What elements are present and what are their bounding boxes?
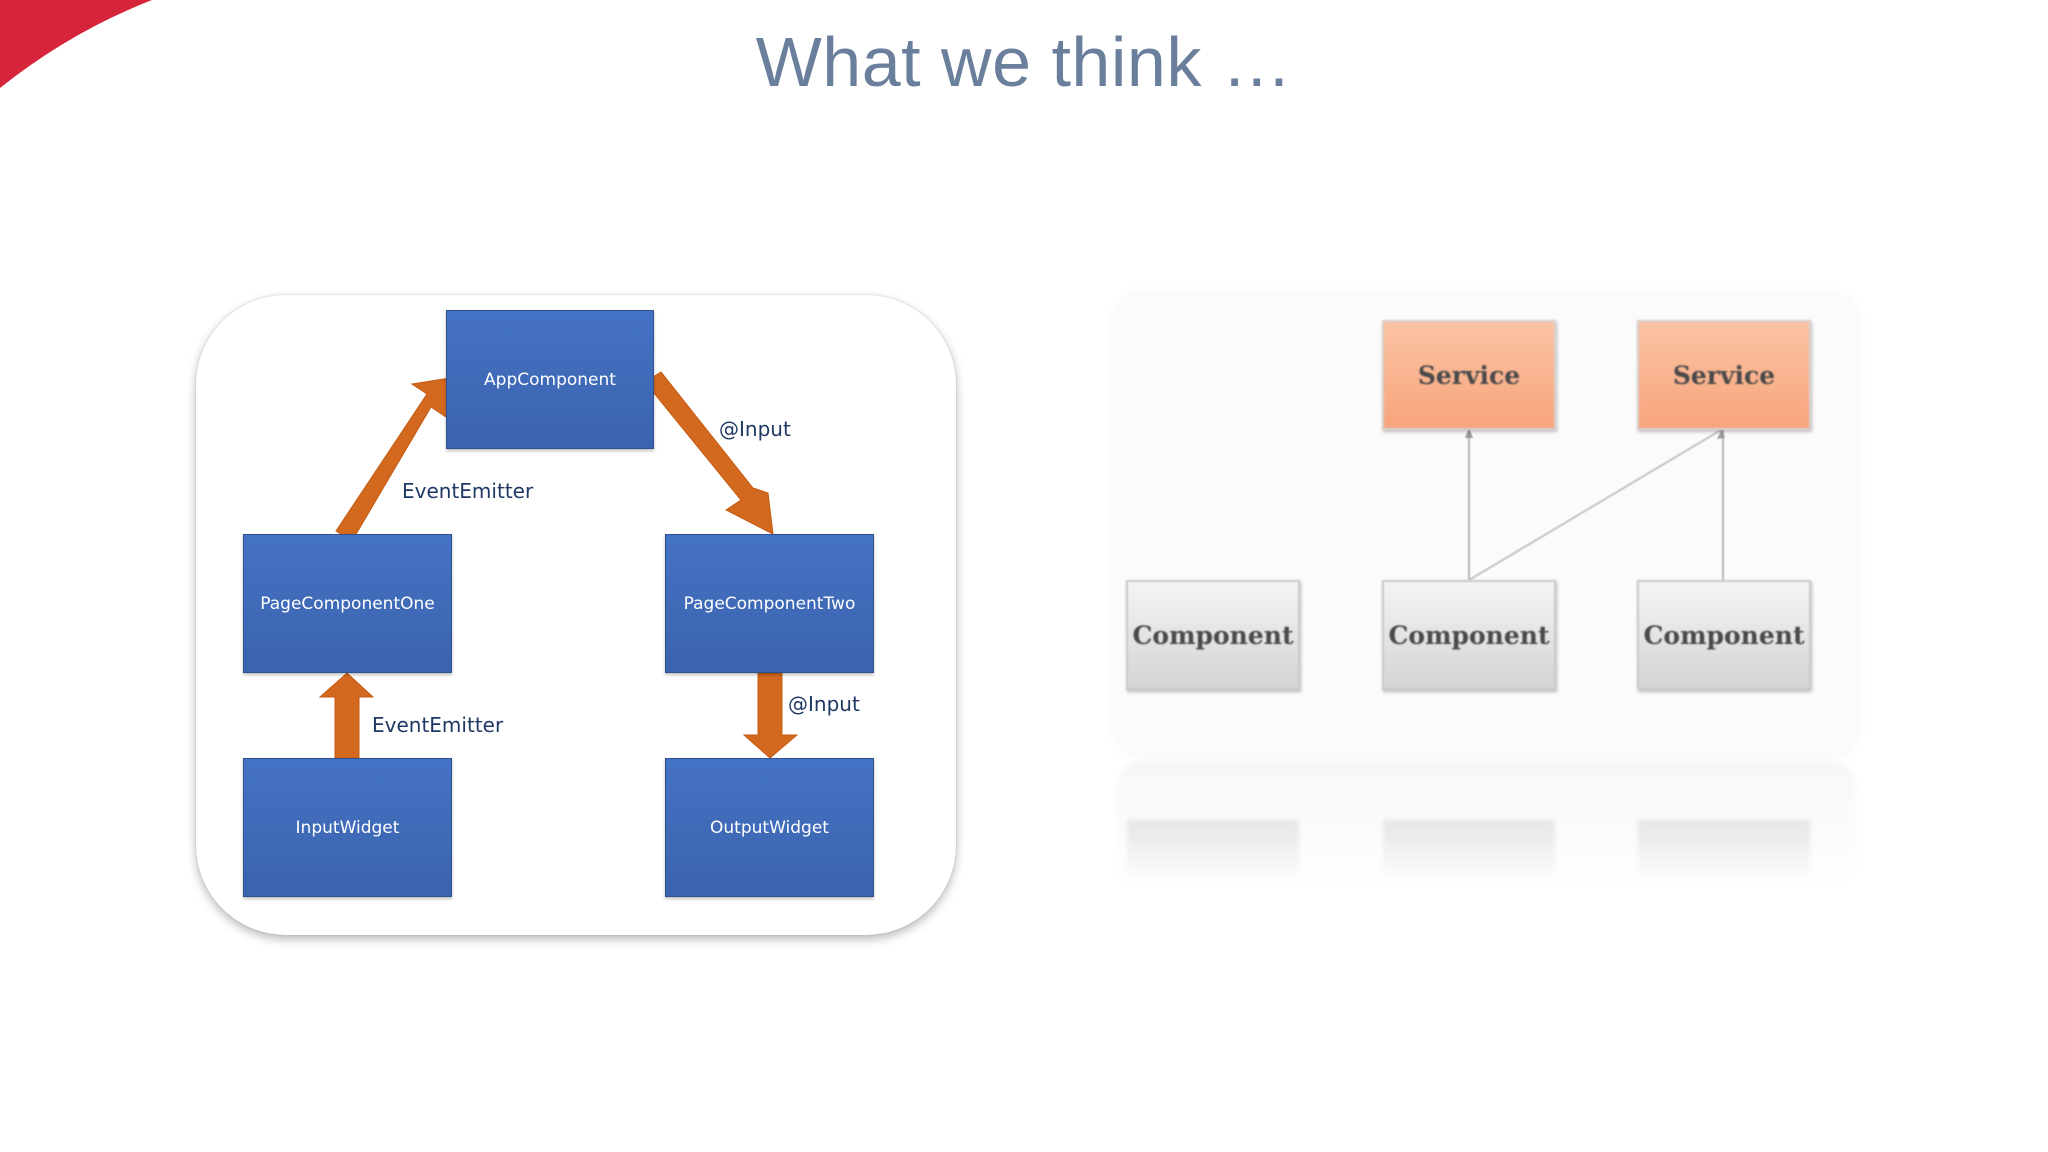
slide-title: What we think … bbox=[755, 23, 1293, 101]
link-component-2-to-service-2 bbox=[1468, 429, 1722, 581]
component-box-2: Component bbox=[1382, 580, 1556, 690]
service-box-1: Service bbox=[1382, 320, 1556, 430]
component-box-1: Component bbox=[1126, 580, 1300, 690]
component-reflection bbox=[1383, 820, 1555, 880]
page-component-two-box: PageComponentTwo bbox=[665, 534, 874, 673]
page-component-one-box: PageComponentOne bbox=[243, 534, 452, 673]
arrowhead-service-2 bbox=[1717, 429, 1725, 439]
input-widget-box: InputWidget bbox=[243, 758, 452, 897]
arrow-app-to-page-two bbox=[644, 371, 774, 535]
component-reflection bbox=[1638, 820, 1810, 880]
app-component-box: AppComponent bbox=[446, 310, 654, 449]
input-label-bottom: @Input bbox=[788, 692, 860, 716]
arrow-input-widget-to-page-one bbox=[318, 672, 375, 759]
service-box-2: Service bbox=[1637, 320, 1811, 430]
component-reflection bbox=[1127, 820, 1299, 880]
arrowhead-service-1 bbox=[1465, 428, 1473, 438]
output-widget-box: OutputWidget bbox=[665, 758, 874, 897]
arrow-page-two-to-output-widget bbox=[742, 672, 799, 759]
event-emitter-label-top: EventEmitter bbox=[402, 479, 534, 503]
input-label-top: @Input bbox=[719, 417, 791, 441]
corner-accent-shape bbox=[0, 0, 152, 88]
event-emitter-label-bottom: EventEmitter bbox=[372, 713, 504, 737]
component-box-3: Component bbox=[1637, 580, 1811, 690]
